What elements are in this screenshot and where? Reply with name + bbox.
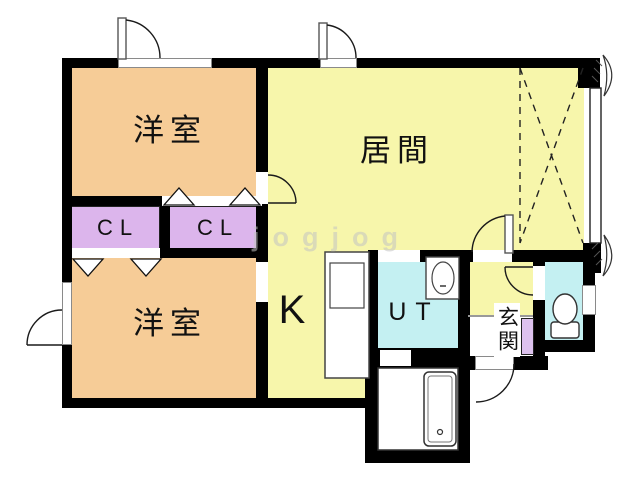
watermark-text: jogjog bbox=[252, 222, 411, 252]
wall-bottom-left bbox=[62, 398, 373, 408]
label-western-room-top: 洋室 bbox=[133, 112, 207, 148]
closet-right-opening bbox=[162, 196, 262, 206]
bathtub-drain bbox=[436, 428, 444, 436]
window-leaf-bottom bbox=[602, 234, 613, 277]
balcony-window-gap bbox=[584, 88, 604, 243]
entrance-door-opening bbox=[475, 356, 514, 370]
window-leaf-top bbox=[602, 54, 613, 97]
door-opening-living-hall bbox=[473, 250, 512, 262]
western-room-top-floor bbox=[67, 63, 263, 206]
label-closet-right: CL bbox=[196, 215, 240, 240]
bathtub bbox=[423, 371, 457, 447]
wall-bedroom-living-divider bbox=[256, 68, 268, 206]
wall-toilet-bottom bbox=[533, 340, 595, 352]
wall-bath-bottom bbox=[365, 450, 470, 463]
label-western-room-bottom: 洋室 bbox=[133, 305, 207, 341]
label-closet-left: CL bbox=[96, 215, 140, 240]
wall-left bbox=[62, 58, 72, 408]
door-left-exterior bbox=[26, 309, 63, 346]
door-opening-top-middle bbox=[320, 58, 357, 68]
toilet-room-floor bbox=[540, 262, 585, 342]
doorway-bedroom-kitchen bbox=[256, 262, 268, 302]
toilet-window bbox=[582, 285, 596, 315]
wall-kitchen-utility-divider bbox=[368, 250, 378, 355]
door-opening-left-exterior bbox=[62, 282, 72, 345]
closet-left-opening bbox=[72, 248, 160, 258]
shoe-cabinet bbox=[521, 318, 534, 355]
wall-closet-middle bbox=[160, 206, 170, 249]
wall-corner-top-right bbox=[578, 58, 600, 88]
label-living-room: 居間 bbox=[360, 132, 434, 168]
door-opening-bathroom bbox=[380, 350, 411, 366]
door-opening-utility bbox=[378, 250, 420, 262]
door-opening-toilet bbox=[533, 266, 545, 300]
label-kitchen: K bbox=[278, 288, 306, 332]
door-top-middle bbox=[318, 22, 357, 60]
door-top-left bbox=[117, 17, 161, 60]
door-bathroom bbox=[377, 367, 410, 400]
door-opening-top-left bbox=[118, 58, 212, 68]
bathroom bbox=[377, 367, 459, 451]
wall-closet-bottom bbox=[67, 248, 268, 258]
label-entrance: 玄関 bbox=[494, 303, 520, 357]
label-utility: UT bbox=[388, 297, 440, 326]
wall-closet-right bbox=[256, 196, 268, 258]
